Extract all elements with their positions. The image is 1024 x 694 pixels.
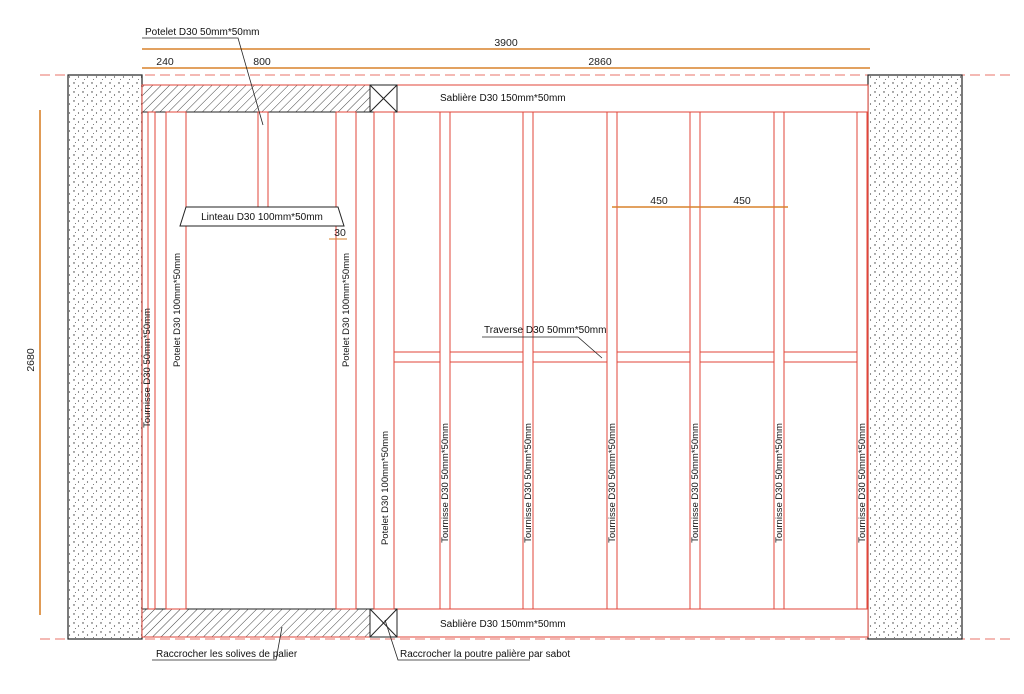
dim-right: 2860 xyxy=(588,56,612,68)
label-note-left: Raccrocher les solives de palier xyxy=(156,649,298,660)
tournisse-stud-2 xyxy=(522,111,534,610)
linteau-beam xyxy=(179,206,345,227)
traverse-beam xyxy=(393,351,861,363)
tournisse-stud-1 xyxy=(439,111,451,610)
leader-note-right xyxy=(384,619,530,661)
tournisse-stud-3 xyxy=(606,111,618,610)
left-opening-potelet xyxy=(165,111,187,610)
tournisse-stud-5 xyxy=(773,111,785,610)
bottom-hatched-beam xyxy=(141,608,371,638)
label-sabliere-top: Sablière D30 150mm*50mm xyxy=(440,93,566,104)
label-tournisse-3: Tournisse D30 50mm*50mm xyxy=(607,423,618,543)
right-masonry-wall xyxy=(867,74,963,640)
label-tournisse-2: Tournisse D30 50mm*50mm xyxy=(523,423,534,543)
label-tournisse-4: Tournisse D30 50mm*50mm xyxy=(690,423,701,543)
label-linteau: Linteau D30 100mm*50mm xyxy=(201,212,323,223)
dim-height: 2680 xyxy=(25,348,37,372)
top-cross-box xyxy=(369,84,398,113)
label-note-right: Raccrocher la poutre palière par sabot xyxy=(400,649,570,660)
label-tournisse-left: Tournisse D30 50mm*50mm xyxy=(142,308,153,428)
right-opening-potelet xyxy=(335,111,357,610)
tournisse-stud-6 xyxy=(856,111,868,610)
top-plate xyxy=(369,84,869,113)
label-potelet-top: Potelet D30 50mm*50mm xyxy=(145,27,260,38)
bottom-cross-box xyxy=(369,608,398,638)
leader-traverse xyxy=(482,336,603,359)
label-traverse: Traverse D30 50mm*50mm xyxy=(484,325,606,336)
dim-opening: 800 xyxy=(253,56,271,68)
label-tournisse-1: Tournisse D30 50mm*50mm xyxy=(440,423,451,543)
dim-spacing-1: 450 xyxy=(650,195,668,207)
top-hatched-beam xyxy=(141,84,371,113)
tournisse-stud-4 xyxy=(689,111,701,610)
leader-potelet-top xyxy=(142,37,264,126)
left-masonry-wall xyxy=(67,74,143,640)
dim-left: 240 xyxy=(156,56,174,68)
top-short-potelet xyxy=(257,111,269,208)
dim-gap: 30 xyxy=(334,227,346,239)
label-tournisse-6: Tournisse D30 50mm*50mm xyxy=(857,423,868,543)
dim-spacing-2: 450 xyxy=(733,195,751,207)
label-potelet-right: Potelet D30 100mm*50mm xyxy=(341,253,352,367)
label-sabliere-bottom: Sablière D30 150mm*50mm xyxy=(440,619,566,630)
label-potelet-main: Potelet D30 100mm*50mm xyxy=(380,431,391,545)
label-potelet-left: Potelet D30 100mm*50mm xyxy=(172,253,183,367)
left-tournisse-stud xyxy=(147,111,156,610)
label-tournisse-5: Tournisse D30 50mm*50mm xyxy=(774,423,785,543)
leader-note-left xyxy=(152,626,283,661)
dim-total: 3900 xyxy=(494,37,518,49)
